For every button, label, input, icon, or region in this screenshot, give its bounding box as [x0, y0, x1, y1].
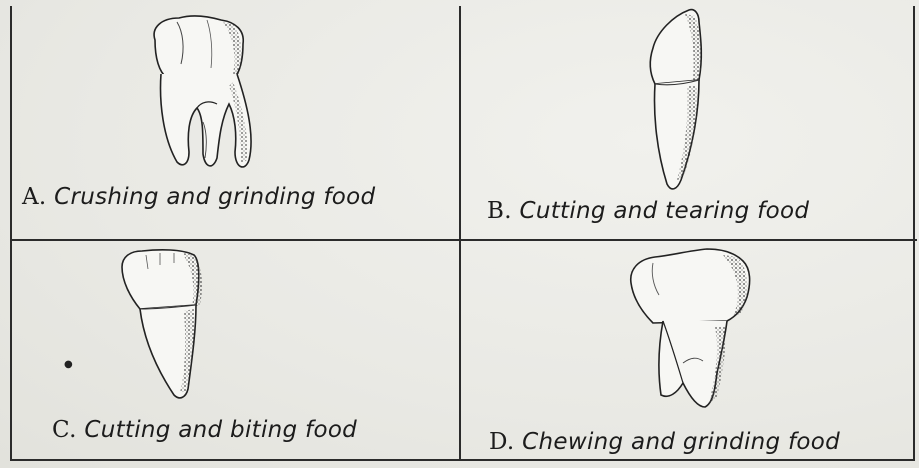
option-letter-a: A.	[22, 184, 47, 210]
caption-b: B. Cutting and tearing food	[487, 198, 809, 224]
description-d: Chewing and grinding food	[522, 429, 840, 455]
teeth-function-table: A. Crushing and grinding food	[10, 6, 915, 461]
dot-mark: ●	[64, 359, 73, 370]
description-b: Cutting and tearing food	[519, 198, 809, 224]
option-letter-d: D.	[489, 429, 515, 455]
canine-tooth-icon	[633, 6, 723, 196]
caption-a: A. Crushing and grinding food	[22, 184, 375, 210]
description-a: Crushing and grinding food	[54, 184, 375, 210]
incisor-tooth-icon	[112, 245, 222, 405]
option-letter-b: B.	[487, 198, 512, 224]
cell-b: B. Cutting and tearing food	[461, 6, 917, 239]
cell-d: D. Chewing and grinding food	[461, 241, 917, 461]
cell-a: A. Crushing and grinding food	[12, 6, 459, 239]
description-c: Cutting and biting food	[84, 417, 357, 443]
molar-tooth-icon	[137, 12, 277, 182]
caption-d: D. Chewing and grinding food	[489, 429, 840, 455]
cell-c: ● C. Cutting and biting food	[12, 241, 459, 461]
caption-c: C. Cutting and biting food	[52, 417, 357, 443]
premolar-tooth-icon	[623, 247, 763, 417]
option-letter-c: C.	[52, 417, 77, 443]
